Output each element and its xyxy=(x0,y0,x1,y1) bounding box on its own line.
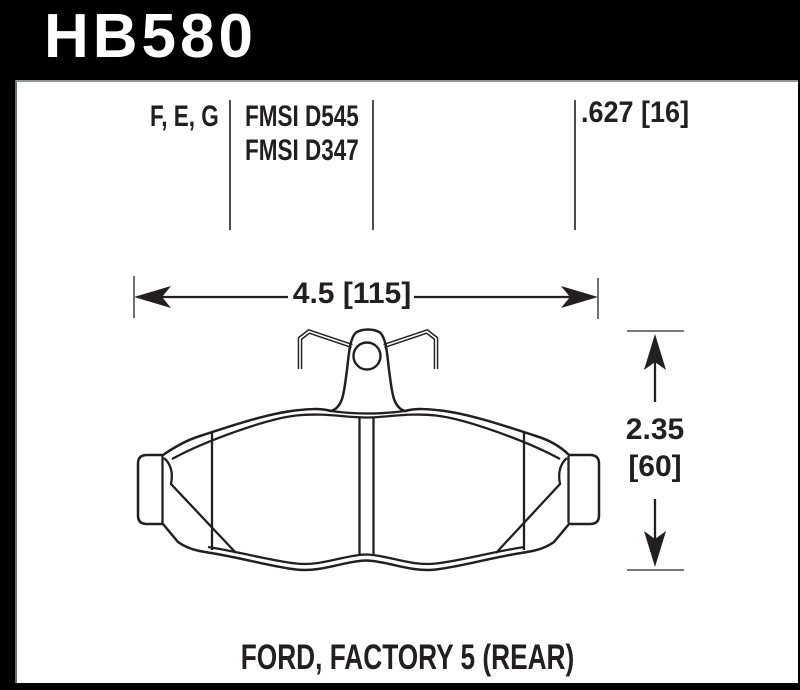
arrow-up-icon xyxy=(644,334,666,370)
arrow-down-icon xyxy=(644,531,666,567)
spec-divider-2 xyxy=(372,100,374,230)
spec-divider-1 xyxy=(229,100,231,230)
height-dimension-label-in: 2.35 xyxy=(625,413,685,446)
thickness-value: .627 [16] xyxy=(581,96,690,129)
footer-bar xyxy=(0,683,800,690)
height-dimension-lines xyxy=(627,330,684,571)
arrow-left-icon xyxy=(134,286,171,308)
application-text: FORD, FACTORY 5 (REAR) xyxy=(240,638,575,677)
mounting-hole xyxy=(352,341,382,371)
height-dimension-label-mm: [60] xyxy=(628,450,682,483)
fmsi-number-2: FMSI D347 xyxy=(245,134,359,167)
width-dimension-label: 4.5 [115] xyxy=(292,277,412,310)
part-number: HB580 xyxy=(44,2,257,71)
content-panel xyxy=(15,80,798,683)
spec-divider-3 xyxy=(574,100,576,230)
width-dimension-lines xyxy=(133,276,599,319)
retaining-clip-right xyxy=(383,329,439,369)
under-ear-edge-line xyxy=(330,409,406,415)
pad-inner-top-line xyxy=(171,413,561,461)
fmsi-number-1: FMSI D545 xyxy=(245,100,359,133)
arrow-right-icon xyxy=(561,286,598,308)
pad-outline xyxy=(136,328,601,572)
compound-codes: F, E, G xyxy=(150,100,219,133)
pad-left-end-line xyxy=(163,457,237,554)
pad-right-end-line xyxy=(495,457,568,554)
retaining-clip-left xyxy=(297,329,353,369)
pad-inner-bottom-line xyxy=(207,545,525,566)
